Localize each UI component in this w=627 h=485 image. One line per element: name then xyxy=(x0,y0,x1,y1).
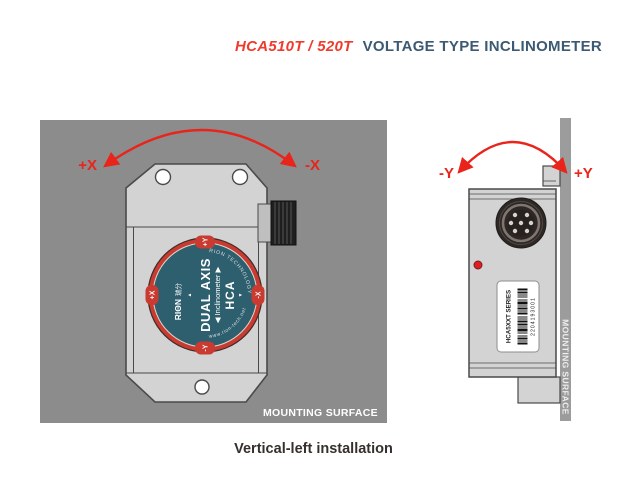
model-number: HCA510T / 520T xyxy=(235,38,353,55)
triangle-up-mark: ▲ xyxy=(187,293,193,298)
disc-subtitle: ◀ Inclinometer ▶ xyxy=(213,265,222,323)
name-plate-series: HCA5XXT SERIES xyxy=(506,290,513,343)
front-view: RIΘN 瑞分 ▲ DUAL AXIS ◀ Inclinometer ▶ HCA… xyxy=(40,120,387,423)
figure-caption: Vertical-left installation xyxy=(234,441,393,457)
disc-tab-plus-x: +X xyxy=(150,290,157,299)
triangle-down-mark: ▼ xyxy=(238,293,244,298)
mounting-hole-bottom xyxy=(194,379,210,395)
name-plate-serial: 2204193001 xyxy=(531,297,537,336)
side-device: HCA5XXT SERIES 2204193001 xyxy=(468,188,557,378)
side-mounting-bar xyxy=(560,118,571,421)
x-rotation-arrow xyxy=(103,128,297,168)
side-connector xyxy=(495,197,547,249)
disc-tab-minus-x: -X xyxy=(256,291,263,298)
page-title: HCA510T / 520T VOLTAGE TYPE INCLINOMETER xyxy=(235,38,602,55)
minus-y-label: -Y xyxy=(439,165,454,182)
disc-tab-minus-y: -Y xyxy=(203,344,210,351)
plus-y-label: +Y xyxy=(574,165,593,182)
side-bottom-flange xyxy=(517,376,561,404)
brand-logo-cjk: 瑞分 xyxy=(174,283,183,297)
minus-x-label: -X xyxy=(305,157,320,174)
product-label-disc: RIΘN 瑞分 ▲ DUAL AXIS ◀ Inclinometer ▶ HCA… xyxy=(145,235,265,355)
mounting-hole-top-right xyxy=(231,168,249,186)
side-view: HCA5XXT SERIES 2204193001 -Y +Y MOUNTING… xyxy=(439,118,593,421)
product-name: VOLTAGE TYPE INCLINOMETER xyxy=(362,38,603,55)
disc-tab-plus-y: +Y xyxy=(203,237,210,246)
disc-axis-tabs: +Y -Y +X -X xyxy=(145,235,265,355)
brand-logo-latin: RIΘN xyxy=(173,299,183,320)
side-top-flange xyxy=(542,165,561,187)
y-rotation-arrow xyxy=(457,140,568,174)
name-plate: HCA5XXT SERIES 2204193001 xyxy=(496,280,540,353)
front-mounting-surface-label: MOUNTING SURFACE xyxy=(263,407,378,419)
disc-model: HCA xyxy=(223,281,237,310)
disc-title: DUAL AXIS xyxy=(198,258,213,332)
front-connector xyxy=(257,200,297,246)
connector-pins xyxy=(508,212,534,234)
side-mounting-surface-label: MOUNTING SURFACE xyxy=(561,319,571,415)
plus-x-label: +X xyxy=(78,157,97,174)
status-led xyxy=(473,260,483,270)
mounting-hole-top-left xyxy=(154,168,172,186)
